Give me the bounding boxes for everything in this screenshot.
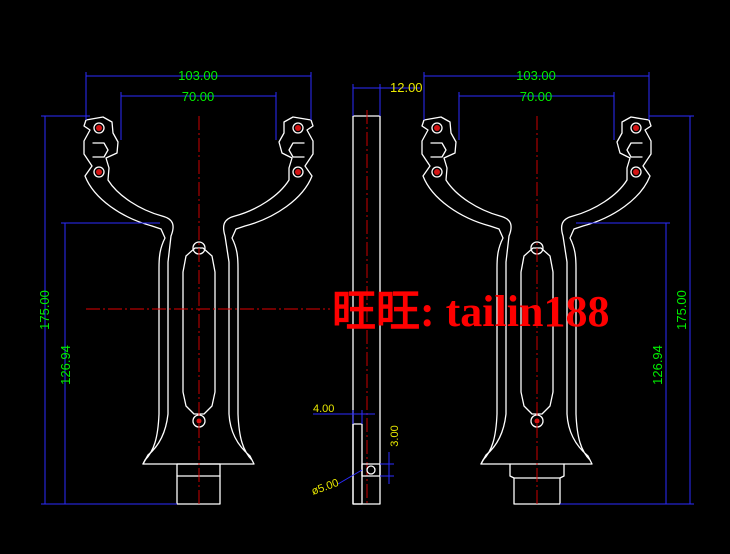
side-dim-thickness: 12.00 <box>390 80 423 95</box>
left-dimension-103: 103.00 <box>85 68 312 120</box>
side-dim-notch-depth: 3.00 <box>389 425 401 446</box>
right-slingshot-outline <box>423 116 652 465</box>
side-dimension-3: 3.00 <box>380 425 401 484</box>
side-dim-notch-width: 4.00 <box>313 403 334 415</box>
left-handle-hole-mark <box>196 418 202 424</box>
left-dim-handle-height: 126.94 <box>58 345 73 385</box>
right-handle-slot <box>520 247 554 415</box>
left-dim-total-height: 175.00 <box>37 290 52 330</box>
right-hole-bl <box>434 169 440 175</box>
right-ear-ring-tr <box>630 122 642 134</box>
right-ear-slot-r <box>626 142 643 158</box>
side-body <box>352 115 381 505</box>
right-front-view: 103.00 70.00 175.00 126.94 <box>421 68 694 505</box>
right-hole-br <box>633 169 639 175</box>
side-pin-circle <box>366 465 376 475</box>
right-dim-inner-width: 70.00 <box>520 89 553 104</box>
left-handle-slot <box>182 247 216 415</box>
right-dimension-70: 70.00 <box>458 89 615 140</box>
left-ear-ring-br <box>292 166 304 178</box>
side-dimension-12: 12.00 <box>352 80 423 116</box>
left-hole-tr <box>295 125 301 131</box>
right-ear-ring-br <box>630 166 642 178</box>
left-ear-slot-l <box>92 142 109 158</box>
right-dimension-103: 103.00 <box>423 68 650 120</box>
side-dimension-4: 4.00 <box>313 403 375 424</box>
left-hole-br <box>295 169 301 175</box>
left-slingshot-outline <box>85 116 314 465</box>
left-dimension-70: 70.00 <box>120 89 277 140</box>
left-frame-side-a <box>83 119 166 465</box>
right-base-block <box>509 463 565 505</box>
left-base-block <box>176 463 221 505</box>
right-dim-handle-height: 126.94 <box>650 345 665 385</box>
left-ear-ring-tl <box>93 122 105 134</box>
right-handle-hole-mark <box>534 418 540 424</box>
left-ear-ring-bl <box>93 166 105 178</box>
left-hole-tl <box>96 125 102 131</box>
watermark-text: 旺旺: tailin188 <box>332 287 609 336</box>
left-hole-bl <box>96 169 102 175</box>
left-front-view: 103.00 70.00 175.00 126.94 <box>37 68 330 505</box>
left-dimension-126: 126.94 <box>58 222 160 504</box>
right-frame-side-a <box>421 119 504 465</box>
right-dim-outer-width: 103.00 <box>516 68 556 83</box>
right-dimension-126: 126.94 <box>576 222 670 504</box>
left-ear-slot-r <box>288 142 305 158</box>
right-ear-ring-bl <box>431 166 443 178</box>
right-hole-tr <box>633 125 639 131</box>
left-dim-outer-width: 103.00 <box>178 68 218 83</box>
left-dim-inner-width: 70.00 <box>182 89 215 104</box>
side-view: 12.00 4.00 3.00 ø5.00 <box>310 80 423 505</box>
right-ear-ring-tl <box>431 122 443 134</box>
right-ear-slot-l <box>430 142 447 158</box>
right-dim-total-height: 175.00 <box>674 290 689 330</box>
right-dimension-175: 175.00 <box>560 115 694 505</box>
left-dimension-175: 175.00 <box>37 115 177 505</box>
right-hole-tl <box>434 125 440 131</box>
left-ear-ring-tr <box>292 122 304 134</box>
